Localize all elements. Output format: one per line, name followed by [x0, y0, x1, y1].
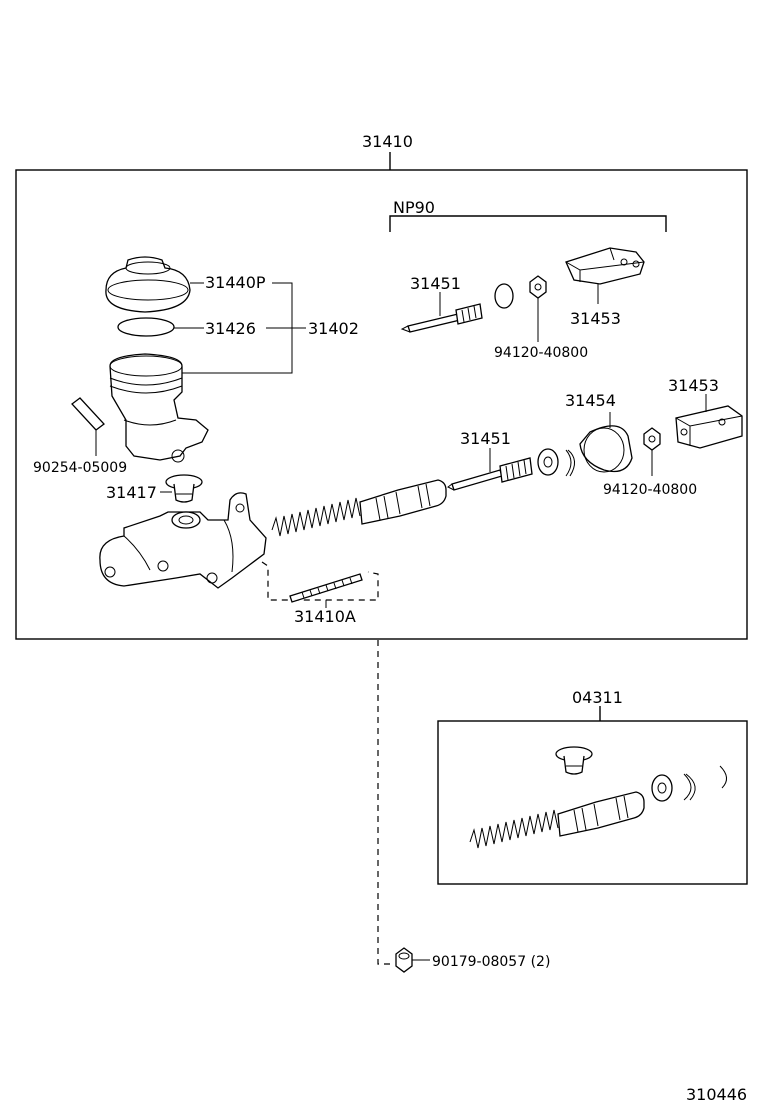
master-cylinder-body — [99, 492, 267, 589]
label-diaphragm: 31426 — [205, 319, 256, 338]
label-reservoir-set: 31402 — [308, 319, 359, 338]
grommet — [165, 474, 203, 503]
push-rod — [447, 448, 533, 491]
label-pin: 90254-05009 — [33, 460, 127, 476]
label-np90: NP90 — [393, 198, 435, 217]
bottom-nut-leader — [377, 640, 390, 965]
stud — [289, 573, 363, 608]
reservoir-cap — [105, 256, 191, 313]
bottom-nut — [395, 947, 430, 973]
label-clevis: 31453 — [668, 376, 719, 395]
reservoir — [109, 353, 209, 463]
label-stud: 31410A — [294, 607, 356, 626]
washer-np90 — [494, 283, 514, 309]
label-push-rod: 31451 — [460, 429, 511, 448]
diagram-id: 310446 — [686, 1085, 747, 1104]
kit-frame — [437, 720, 748, 885]
clevis-np90 — [565, 247, 645, 304]
assembly-frame — [15, 169, 748, 640]
label-bottom-nut: 90179-08057 (2) — [432, 954, 550, 970]
kit-washer-ring — [651, 765, 727, 802]
boot — [579, 412, 633, 473]
washer-snap-ring — [537, 448, 575, 477]
label-assembly: 31410 — [362, 132, 413, 151]
label-boot: 31454 — [565, 391, 616, 410]
pin — [71, 397, 105, 456]
clevis — [675, 394, 743, 449]
nut — [643, 427, 661, 476]
label-nut: 94120-40800 — [603, 482, 697, 498]
stud-leader — [261, 561, 379, 601]
kit-spring-piston — [469, 791, 645, 849]
nut-np90 — [529, 275, 547, 342]
diaphragm — [117, 317, 175, 337]
label-nut-top: 94120-40800 — [494, 345, 588, 361]
label-reservoir-cap: 31440P — [205, 273, 266, 292]
np90-bracket — [389, 215, 667, 232]
label-grommet: 31417 — [106, 483, 157, 502]
label-clevis-top: 31453 — [570, 309, 621, 328]
label-kit: 04311 — [572, 688, 623, 707]
label-push-rod-top: 31451 — [410, 274, 461, 293]
spring-piston — [271, 479, 447, 537]
kit-grommet — [555, 746, 593, 775]
push-rod-np90 — [400, 292, 483, 333]
